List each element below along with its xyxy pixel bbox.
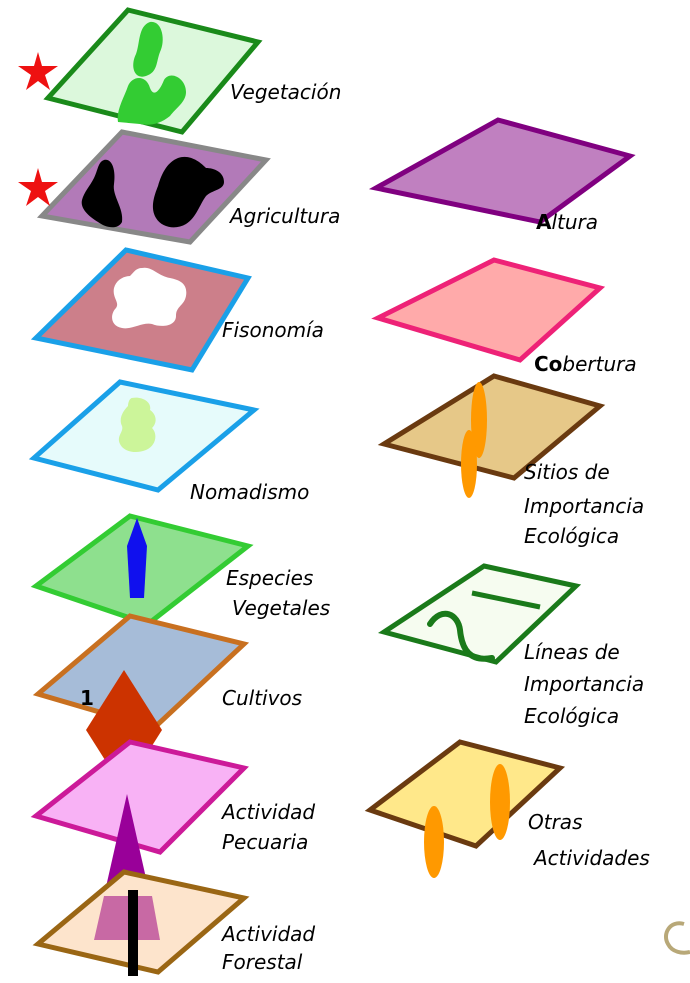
layer-actividad-pecuaria — [30, 739, 249, 855]
label-sitios-line2: Importancia — [524, 494, 645, 518]
sitios-ellipse — [461, 430, 477, 498]
otras-ellipse — [424, 806, 444, 878]
label-sitios-line1: Sitios de — [524, 460, 610, 484]
label-cultivos: Cultivos — [222, 686, 303, 710]
label-pecuaria-line2: Pecuaria — [222, 830, 309, 854]
layer-cobertura — [371, 257, 606, 363]
star-icon — [18, 52, 58, 90]
label-forestal-line2: Forestal — [222, 950, 303, 974]
label-vegetacion: Vegetación — [230, 80, 342, 104]
nomadismo-blob — [118, 397, 156, 452]
label-pecuaria-line1: Actividad — [222, 800, 316, 824]
label-sitios-line3: Ecológica — [524, 524, 620, 548]
star-icon — [18, 168, 58, 206]
label-lineas-line3: Ecológica — [524, 704, 620, 728]
label-otras-line1: Otras — [528, 810, 583, 834]
layer-altura — [368, 117, 636, 225]
label-cobertura-rest: bertura — [562, 352, 637, 376]
vegetacion-blob — [133, 21, 163, 77]
label-fisonomia: Fisonomía — [222, 318, 324, 342]
logo-icon — [664, 921, 690, 955]
vegetacion-blob — [117, 75, 186, 125]
label-forestal-line1: Actividad — [222, 922, 316, 946]
label-nomadismo: Nomadismo — [190, 480, 310, 504]
layer-sitios-importancia — [377, 373, 606, 481]
forestal-bar — [128, 890, 138, 976]
sitios-ellipse — [471, 382, 487, 458]
label-especies-line1: Especies — [226, 566, 314, 590]
layer-lineas-importancia — [377, 563, 582, 665]
label-otras-line2: Actividades — [534, 846, 650, 870]
pecuaria-triangle-overlap — [94, 896, 160, 940]
label-altura: Altura — [536, 210, 598, 234]
label-cobertura-bold: Co — [534, 352, 563, 376]
agricultura-blob — [81, 159, 123, 228]
fisonomia-blob — [112, 267, 187, 329]
lineas-line — [471, 590, 541, 610]
agricultura-blob — [152, 156, 224, 228]
otras-ellipse — [490, 764, 510, 840]
label-altura-bold: A — [536, 210, 552, 234]
label-lineas-line1: Líneas de — [524, 640, 620, 664]
label-especies-line2: Vegetales — [232, 596, 331, 620]
lineas-curve — [427, 610, 495, 662]
number-marker: 1 — [80, 686, 94, 710]
label-cobertura: Cobertura — [534, 352, 637, 376]
label-lineas-line2: Importancia — [524, 672, 645, 696]
label-agricultura: Agricultura — [230, 204, 341, 228]
especies-shape — [127, 518, 147, 598]
label-altura-rest: ltura — [551, 210, 599, 234]
layer-otras-actividades — [364, 739, 566, 849]
